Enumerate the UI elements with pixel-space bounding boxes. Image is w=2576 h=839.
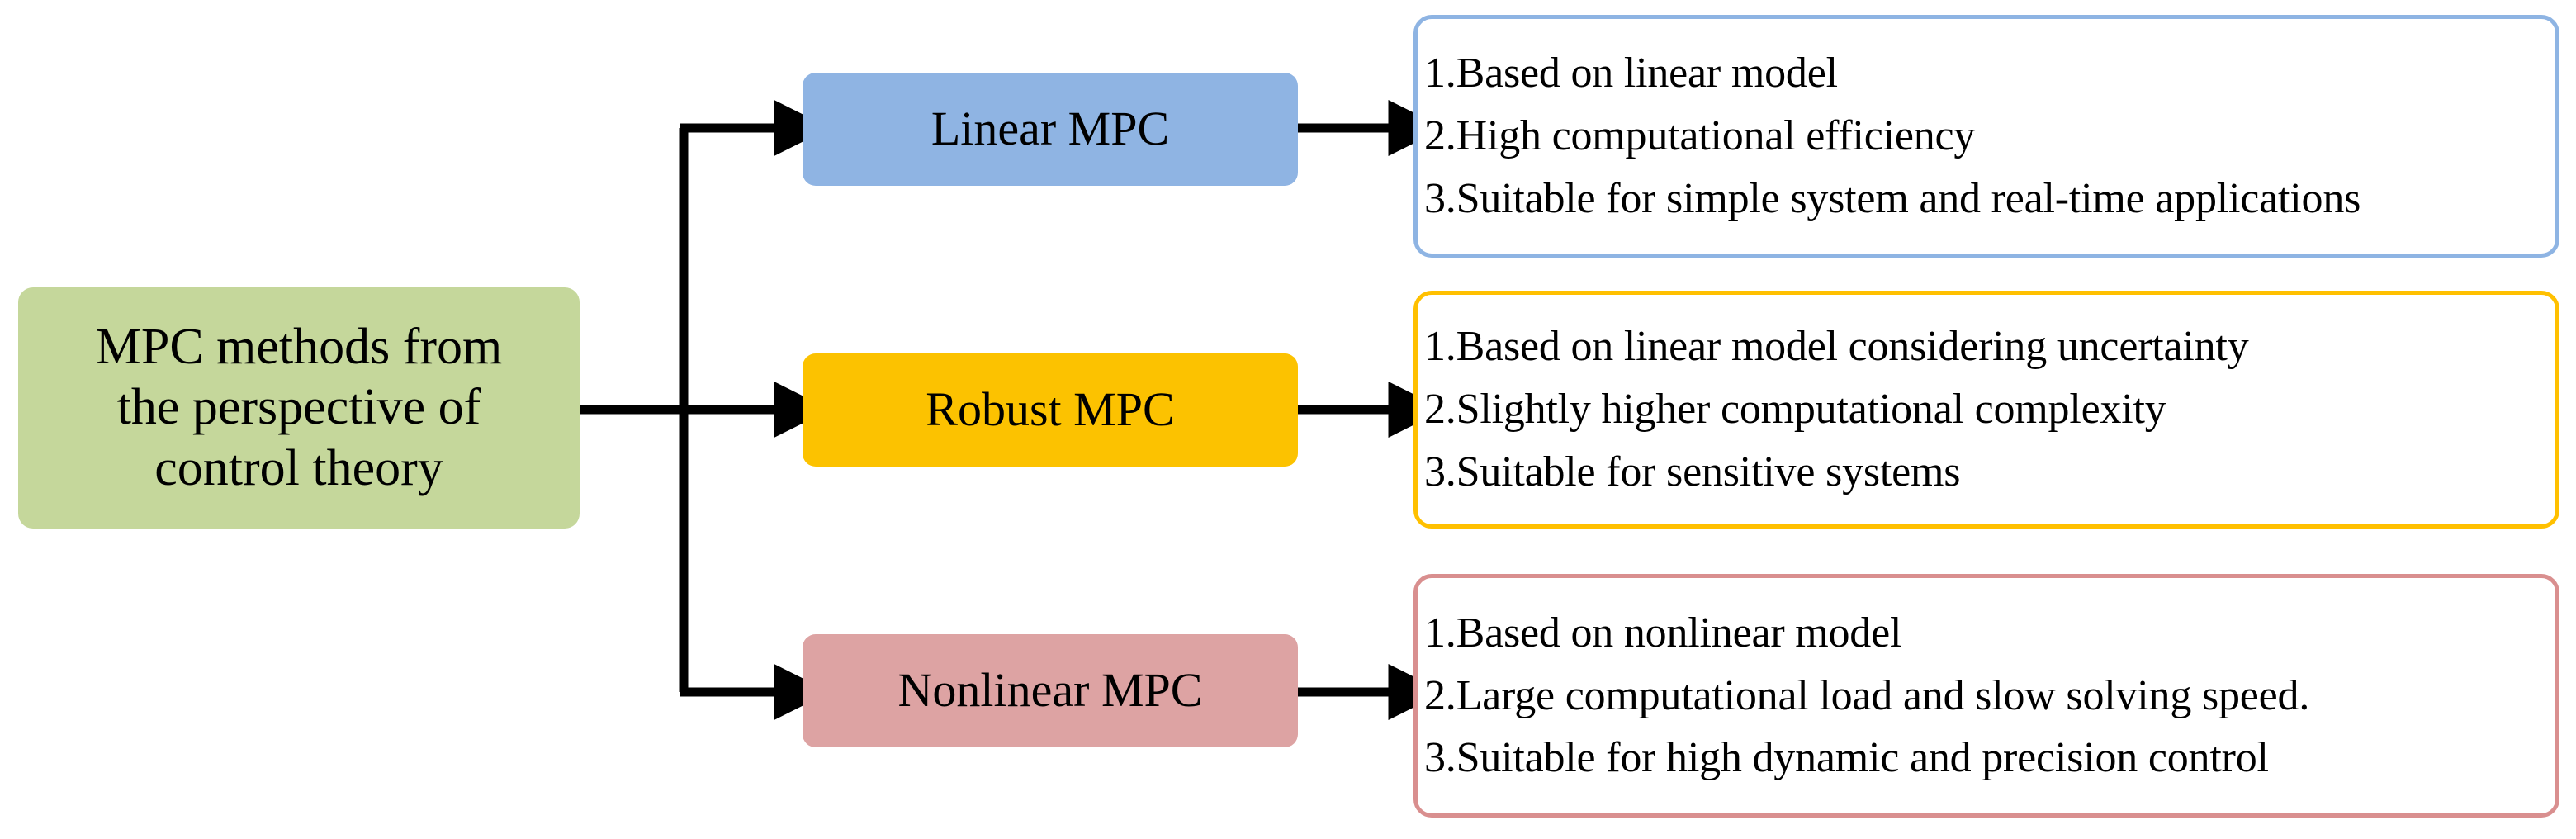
description-panel-linear[interactable]: 1.Based on linear model 2.High computati… [1413, 15, 2559, 258]
description-item: 2.High computational efficiency [1424, 112, 1976, 160]
description-item: 3.Suitable for simple system and real-ti… [1424, 174, 2361, 222]
description-item: 1.Based on linear model considering unce… [1424, 323, 2249, 371]
method-node-nonlinear[interactable]: Nonlinear MPC [803, 634, 1298, 747]
root-node[interactable]: MPC methods from the perspective of cont… [18, 287, 580, 529]
description-item: 1.Based on linear model [1424, 50, 1838, 97]
root-node-label: MPC methods from the perspective of cont… [95, 319, 503, 496]
method-node-label: Robust MPC [926, 382, 1175, 437]
description-panel-nonlinear[interactable]: 1.Based on nonlinear model 2.Large compu… [1413, 574, 2559, 818]
method-node-label: Linear MPC [930, 102, 1170, 156]
method-node-linear[interactable]: Linear MPC [803, 73, 1298, 186]
method-node-robust[interactable]: Robust MPC [803, 353, 1298, 467]
description-panel-robust[interactable]: 1.Based on linear model considering unce… [1413, 291, 2559, 529]
description-item: 2.Large computational load and slow solv… [1424, 671, 2310, 719]
description-item: 3.Suitable for high dynamic and precisio… [1424, 734, 2269, 782]
description-item: 1.Based on nonlinear model [1424, 609, 1902, 657]
description-item: 3.Suitable for sensitive systems [1424, 448, 1961, 495]
description-item: 2.Slightly higher computational complexi… [1424, 386, 2166, 434]
method-node-label: Nonlinear MPC [897, 663, 1203, 718]
